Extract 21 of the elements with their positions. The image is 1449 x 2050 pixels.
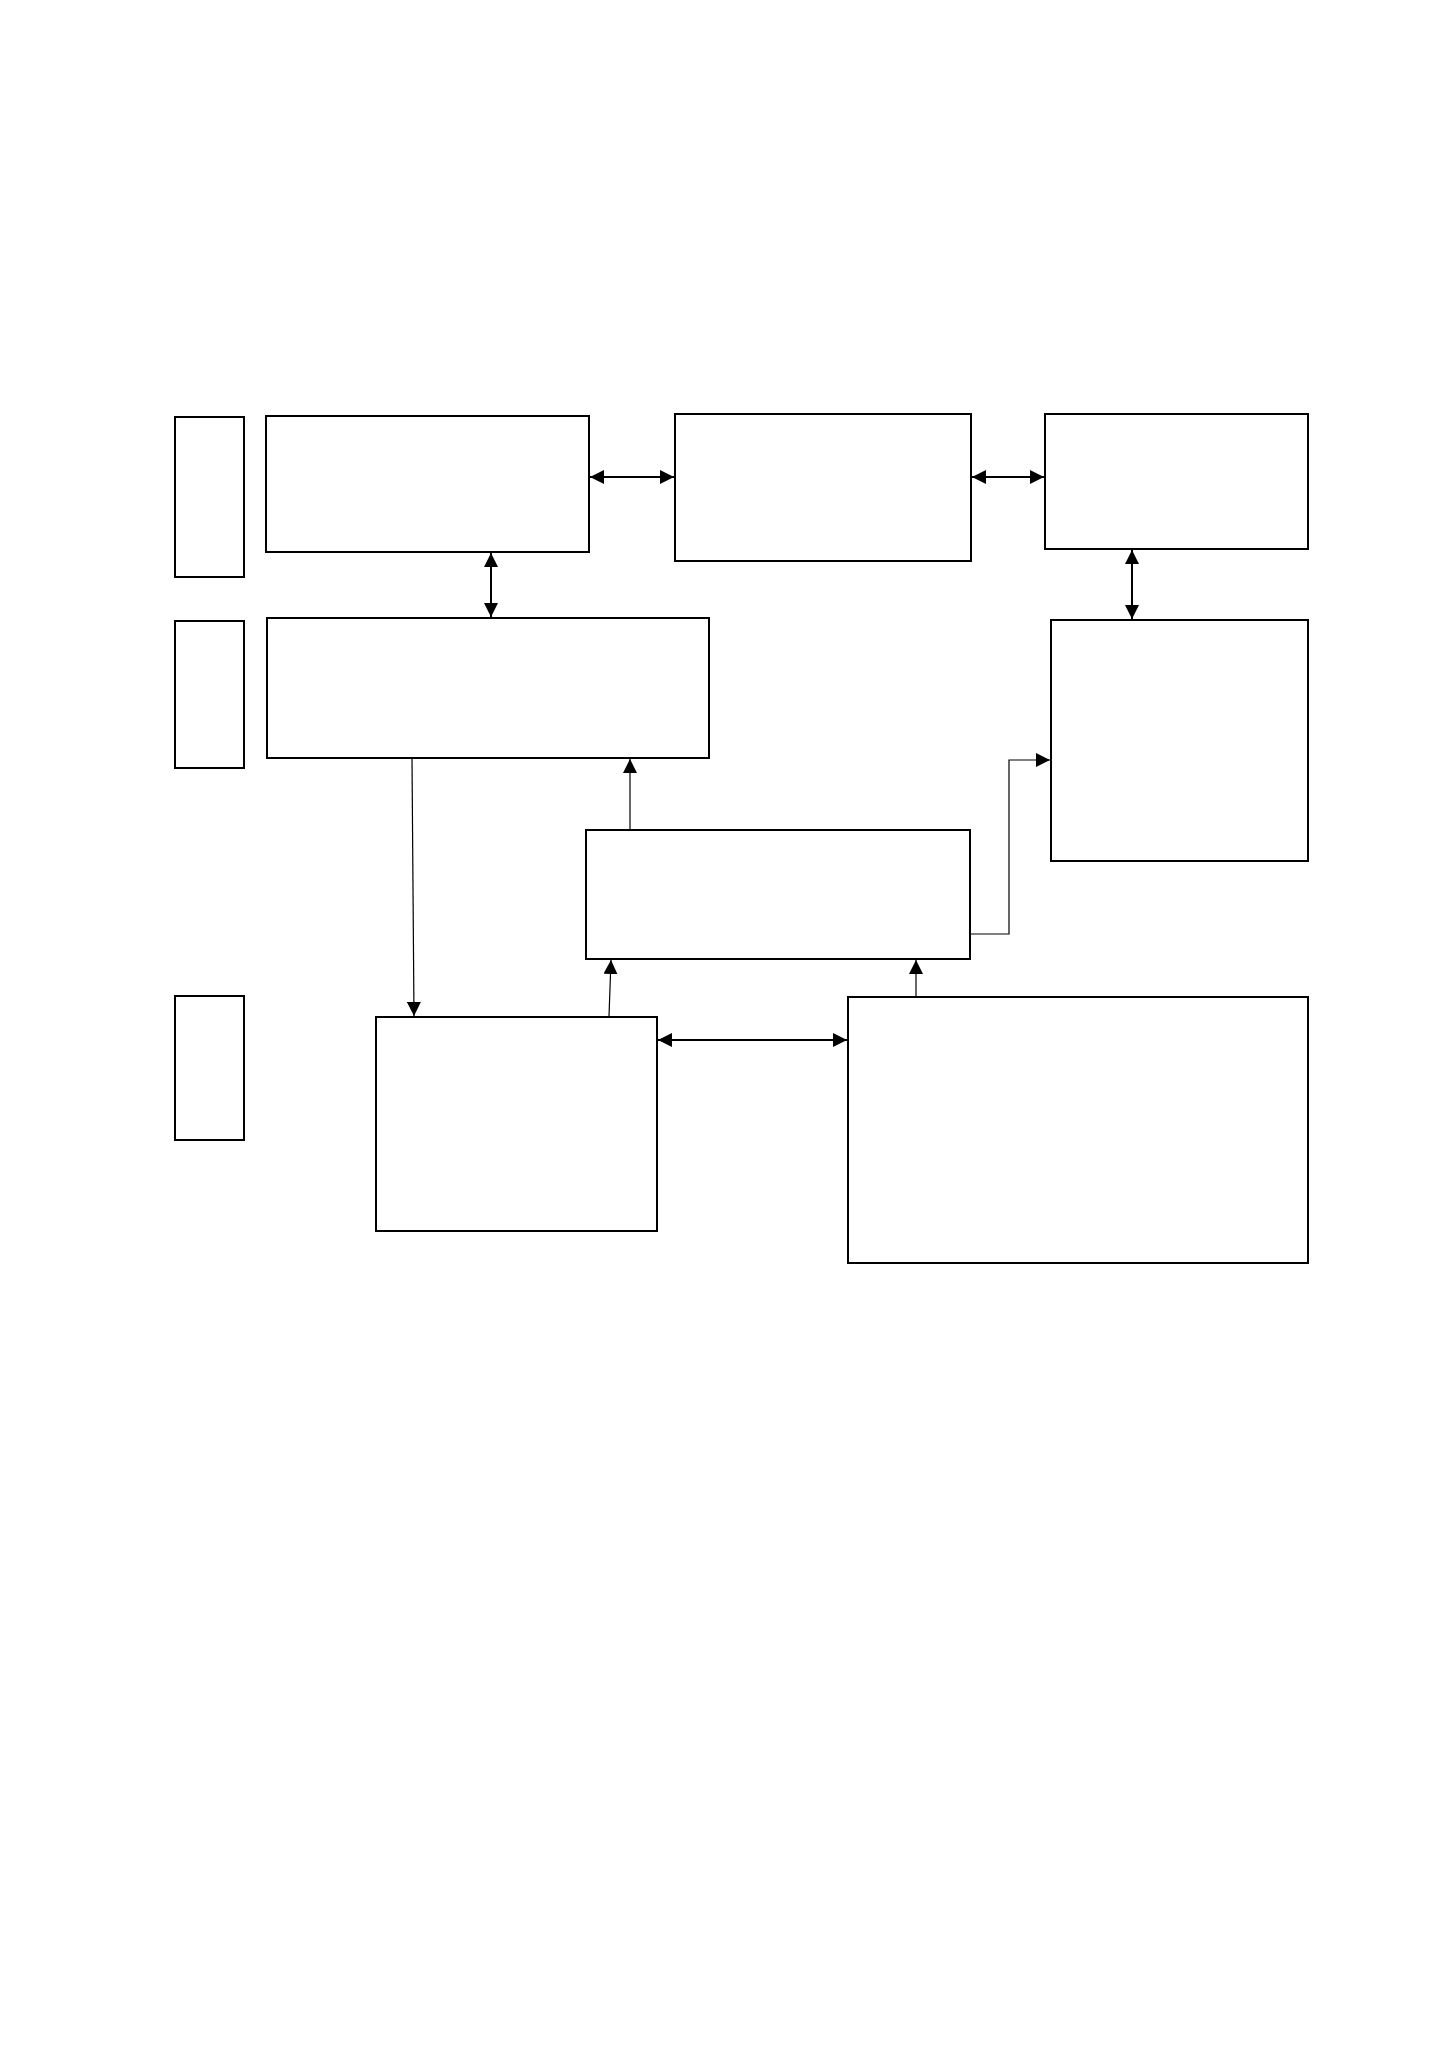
double-arrow xyxy=(484,552,498,618)
process-box xyxy=(1044,413,1309,550)
double-arrow xyxy=(589,470,675,484)
process-box xyxy=(847,996,1309,1264)
process-box xyxy=(375,1016,658,1232)
process-box xyxy=(174,416,245,578)
double-arrow xyxy=(1125,549,1139,620)
double-arrow xyxy=(971,470,1045,484)
process-box xyxy=(674,413,972,562)
arrow xyxy=(603,959,618,1017)
arrow xyxy=(909,959,923,997)
process-box xyxy=(174,620,245,769)
process-box xyxy=(265,415,590,553)
arrow xyxy=(406,758,421,1017)
arrow xyxy=(970,753,1051,935)
process-box xyxy=(266,617,710,759)
double-arrow xyxy=(657,1033,848,1047)
arrow xyxy=(623,758,637,830)
process-box xyxy=(585,829,971,960)
process-box xyxy=(174,995,245,1141)
process-box xyxy=(1050,619,1309,862)
